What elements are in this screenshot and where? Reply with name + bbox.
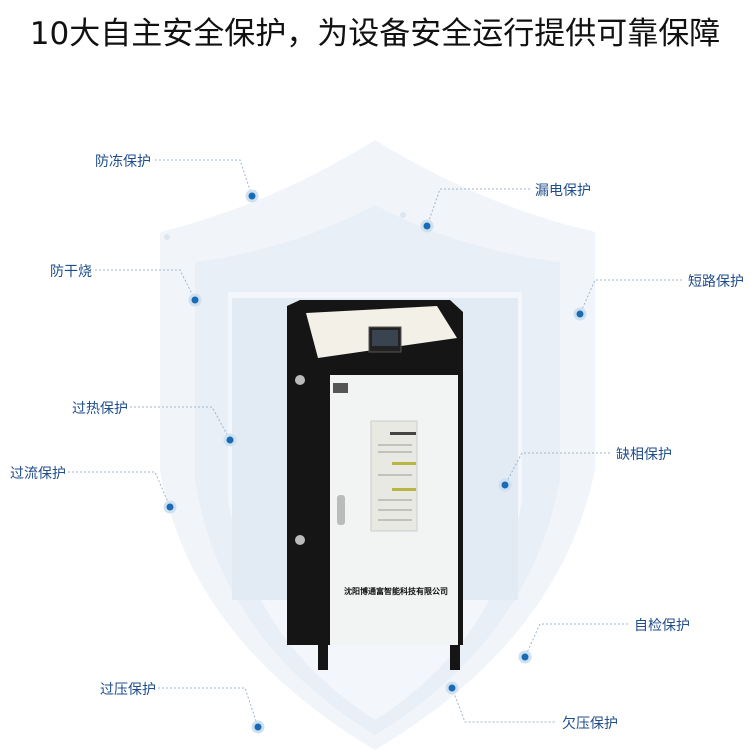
label-antifreeze: 防冻保护 xyxy=(95,154,151,170)
dot-marker xyxy=(245,189,259,203)
label-overvoltage: 过压保护 xyxy=(100,682,156,698)
dot-marker xyxy=(518,650,532,664)
company-name-plate: 沈阳博通富智能科技有限公司 xyxy=(344,587,448,596)
dot-marker xyxy=(163,500,177,514)
label-overcurrent: 过流保护 xyxy=(10,466,66,482)
dot-marker xyxy=(498,478,512,492)
label-leakage: 漏电保护 xyxy=(535,183,591,199)
dot-marker xyxy=(188,293,202,307)
label-overheat: 过热保护 xyxy=(72,401,128,417)
label-self-check: 自检保护 xyxy=(634,618,690,634)
dot-marker xyxy=(420,219,434,233)
dot-marker xyxy=(223,433,237,447)
dot-marker xyxy=(445,681,459,695)
dot-marker xyxy=(251,720,265,734)
label-dry-burn: 防干烧 xyxy=(50,264,92,280)
label-phase-loss: 缺相保护 xyxy=(616,447,672,463)
boiler-machine xyxy=(287,300,463,670)
label-undervoltage: 欠压保护 xyxy=(562,716,618,732)
page-title: 10大自主安全保护，为设备安全运行提供可靠保障 xyxy=(29,16,721,52)
dot-marker xyxy=(573,307,587,321)
label-short-circuit: 短路保护 xyxy=(688,274,744,290)
